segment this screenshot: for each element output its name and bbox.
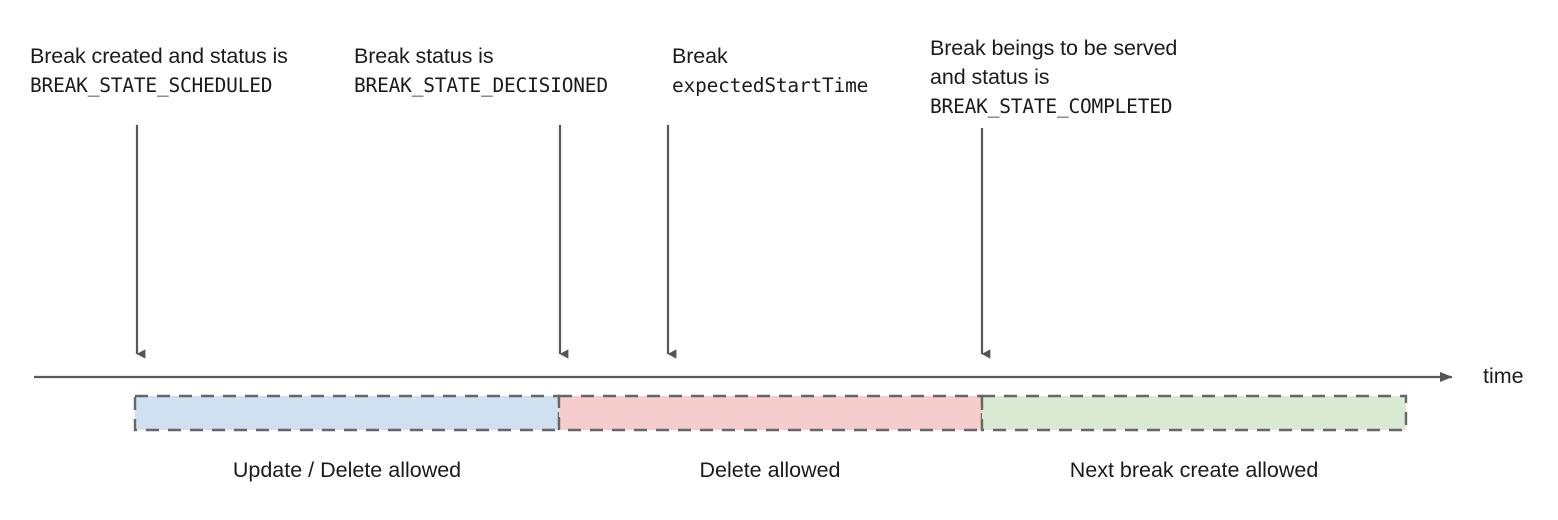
region-caption-next-break: Next break create allowed (1069, 458, 1319, 482)
time-axis-label: time (1483, 364, 1524, 388)
event-label-line: Break (672, 44, 728, 68)
event-label-line: and status is (930, 65, 1050, 89)
event-label-expected-start: Break expectedStartTime (672, 42, 868, 100)
phase-segment-next-break (980, 394, 1408, 432)
event-label-line: Break beings to be served (930, 36, 1178, 60)
event-label-line: Break status is (354, 44, 494, 68)
event-label-state: BREAK_STATE_SCHEDULED (30, 74, 273, 97)
event-label-created: Break created and status is BREAK_STATE_… (30, 42, 288, 100)
event-label-field: expectedStartTime (672, 74, 869, 97)
region-caption-delete-only: Delete allowed (699, 458, 841, 482)
event-label-decisioned: Break status is BREAK_STATE_DECISIONED (354, 42, 608, 100)
phase-segment-update-delete (133, 394, 561, 432)
phase-segment-delete-only (557, 394, 984, 432)
event-label-completed: Break beings to be served and status is … (930, 34, 1177, 121)
event-label-state: BREAK_STATE_COMPLETED (930, 95, 1173, 118)
event-label-state: BREAK_STATE_DECISIONED (354, 74, 608, 97)
event-label-line: Break created and status is (30, 44, 288, 68)
region-caption-update-delete: Update / Delete allowed (232, 458, 462, 482)
